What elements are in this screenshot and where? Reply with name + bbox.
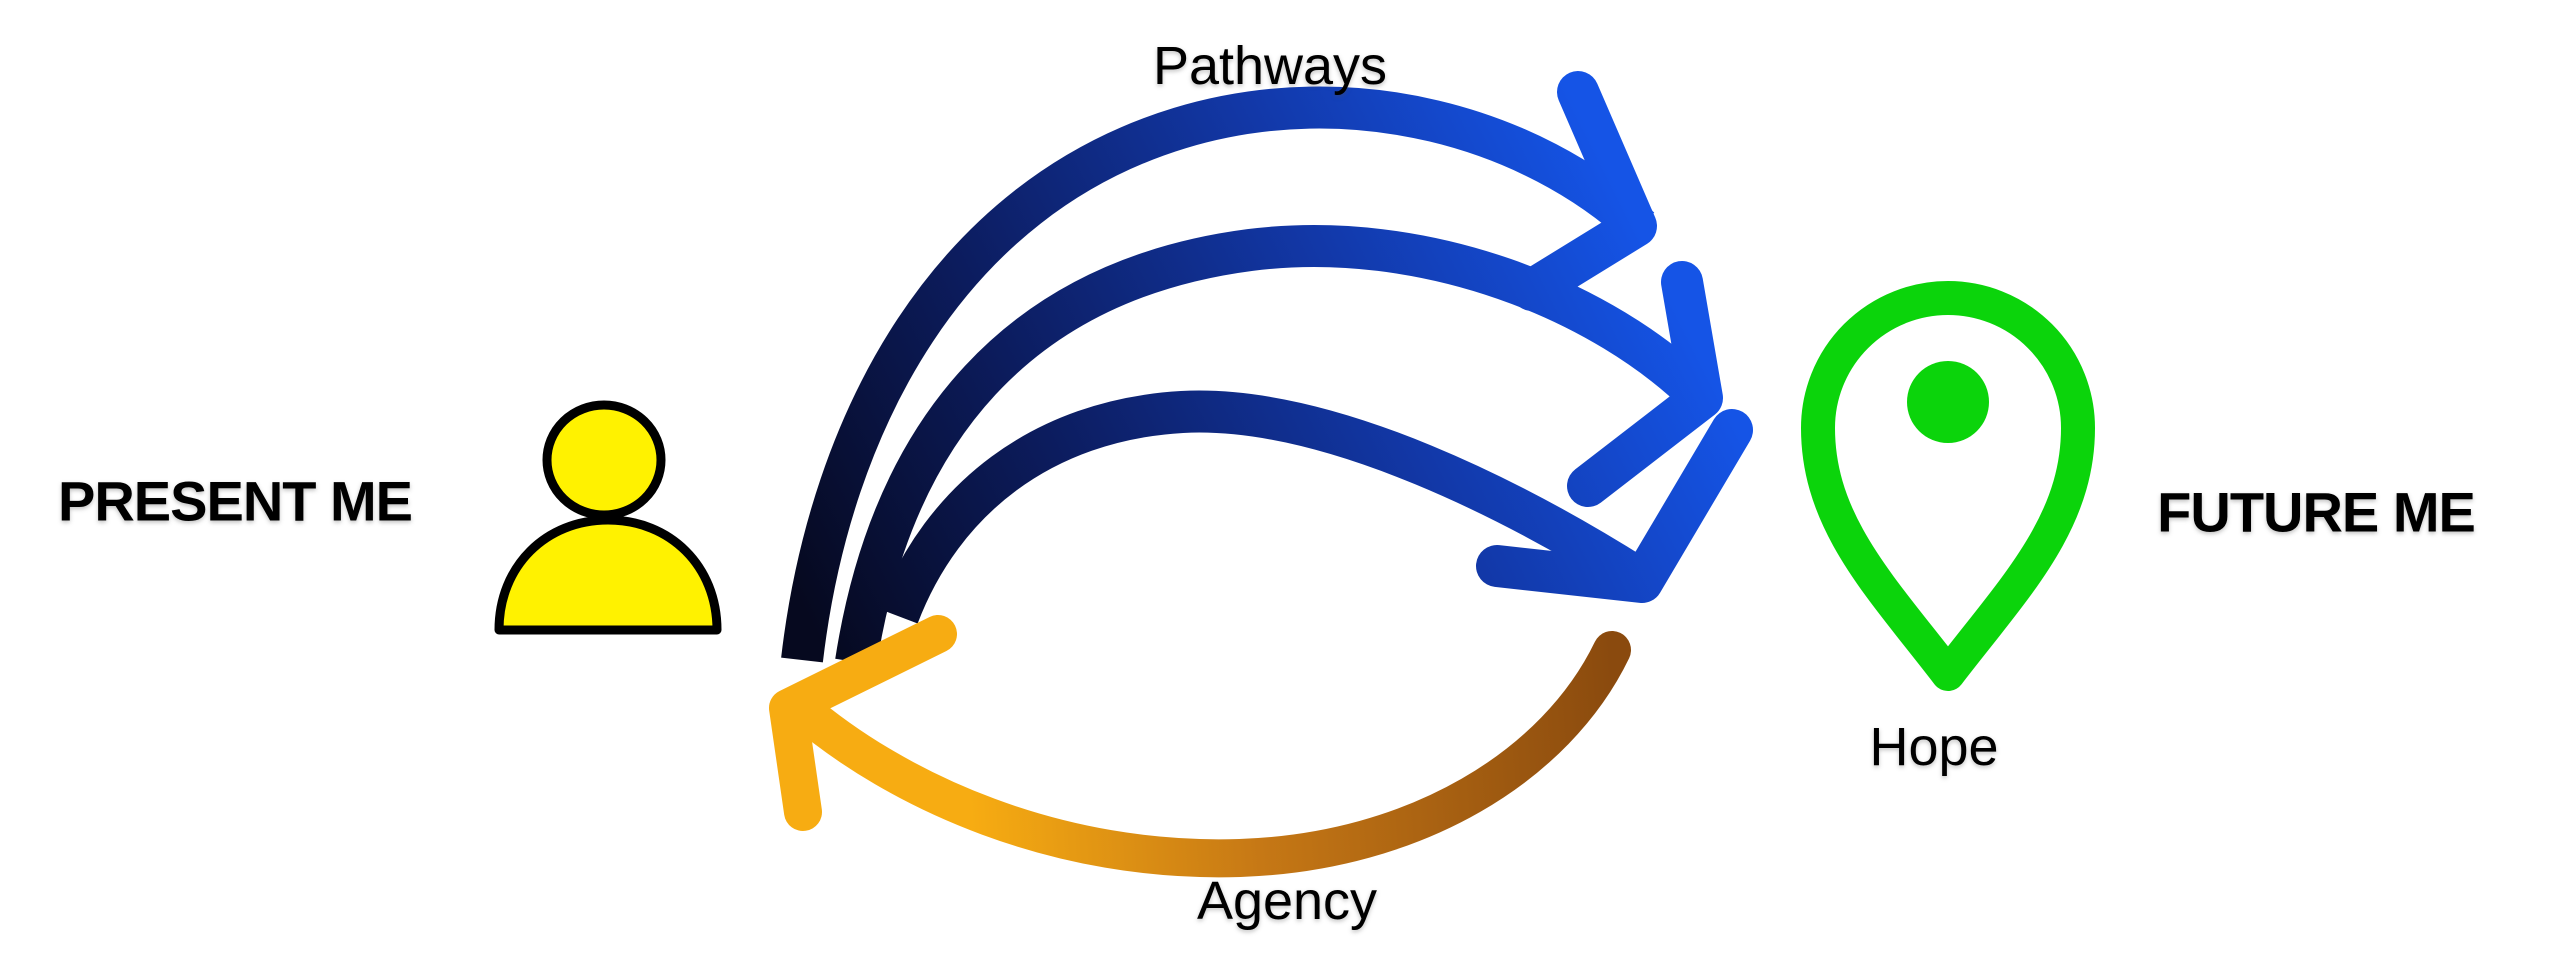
person-body (494, 515, 722, 635)
pathway-arc-bottom (878, 390, 1650, 624)
agency-arrowhead (769, 615, 957, 831)
future-me-label: FUTURE ME (2157, 480, 2476, 544)
hope-label: Hope (1869, 717, 1999, 777)
pathway-arc-middle (835, 225, 1717, 666)
pin-outline (1801, 281, 2095, 691)
person-head (542, 400, 666, 520)
agency-label: Agency (1196, 871, 1378, 931)
pin-center-dot (1907, 361, 1989, 443)
present-me-label: PRESENT ME (57, 469, 413, 533)
agency-arc (781, 631, 1631, 878)
pathway-arrowhead-bottom (1476, 409, 1753, 603)
pathways-label: Pathways (1152, 36, 1388, 96)
pathway-arrowhead-top (1511, 71, 1657, 311)
agency-arrow (769, 615, 1631, 878)
pathway-arc-top (781, 86, 1655, 663)
pathway-arrowhead-middle (1567, 261, 1723, 507)
location-pin-icon (1801, 281, 2095, 691)
pathways-arrows (781, 71, 1753, 666)
person-icon (494, 400, 722, 635)
